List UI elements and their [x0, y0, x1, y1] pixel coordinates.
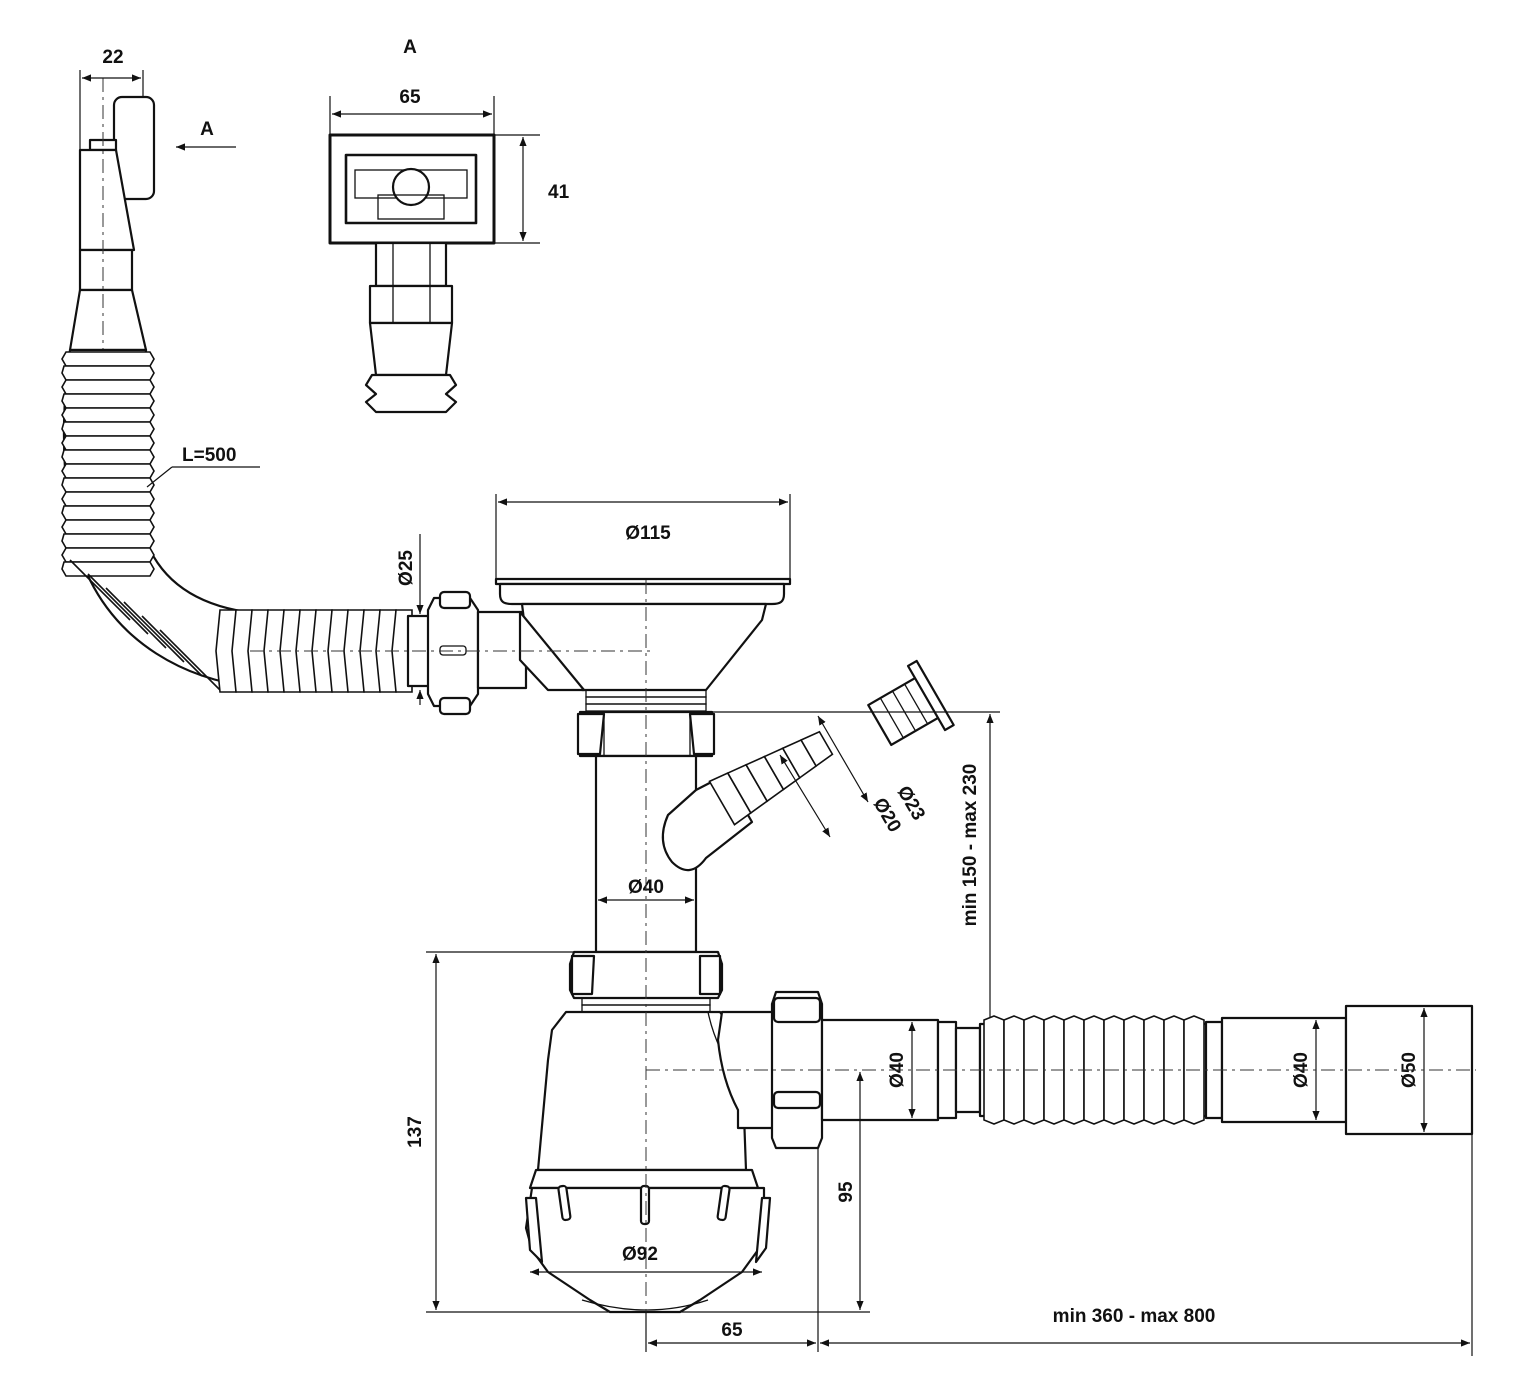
dim-d115-label: Ø115 — [625, 523, 671, 544]
view-a-arrow: A — [176, 119, 236, 151]
centerlines — [250, 580, 1476, 1350]
dim-d25-label: Ø25 — [396, 550, 417, 586]
hose-rib — [263, 609, 285, 693]
hose-rib — [61, 351, 155, 367]
dim-22-label: 22 — [102, 47, 123, 68]
dim-d92: Ø92 — [530, 1244, 762, 1276]
view-a-arrow-label: A — [200, 119, 214, 140]
dim-d92-label: Ø92 — [622, 1244, 658, 1265]
hose-rib — [61, 393, 155, 409]
hose-rib — [61, 449, 155, 465]
dim-bottom: 65 min 360 - max 800 — [645, 1134, 1473, 1356]
hose-rib — [61, 519, 155, 535]
hose-rib — [105, 587, 167, 649]
hose-rib — [343, 609, 365, 693]
hose-rib — [159, 629, 221, 691]
dim-95: 95 — [836, 1072, 864, 1310]
dim-d25: Ø25 — [396, 534, 424, 705]
dim-41-label: 41 — [548, 182, 570, 203]
hose-rib — [141, 615, 203, 677]
dim-65-bottom-label: 65 — [721, 1320, 743, 1341]
hose-rib — [61, 463, 155, 479]
view-a-title: A — [403, 37, 417, 58]
overflow-side-view — [68, 78, 156, 352]
hose-length-callout: L=500 — [146, 445, 260, 488]
dim-22: 22 — [79, 47, 144, 150]
hose-rib — [61, 379, 155, 395]
hose-rib — [61, 421, 155, 437]
dim-height-range: min 150 - max 230 — [712, 711, 1000, 1068]
dim-41: 41 — [494, 134, 570, 244]
hose-rib — [215, 609, 237, 693]
hose-rib — [61, 407, 155, 423]
dim-137: 137 — [405, 951, 870, 1313]
bottle-trap — [524, 950, 772, 1314]
hose-rib — [61, 477, 155, 493]
hose-rib — [61, 505, 155, 521]
overflow-connector — [406, 590, 528, 716]
outlet-pipe — [716, 990, 982, 1150]
dim-95-label: 95 — [836, 1181, 857, 1203]
side-inlet — [661, 659, 955, 872]
hose-rib — [61, 547, 155, 563]
hose-rib — [61, 365, 155, 381]
hose-rib — [61, 561, 155, 577]
hose-rib — [69, 559, 131, 621]
hose-rib — [61, 491, 155, 507]
hose-rib — [231, 609, 253, 693]
hose-rib — [61, 533, 155, 549]
dim-137-label: 137 — [405, 1116, 426, 1148]
dim-height-range-label: min 150 - max 230 — [960, 764, 981, 927]
dim-length-range-label: min 360 - max 800 — [1053, 1306, 1216, 1327]
hose-rib — [61, 435, 155, 451]
overflow-hose — [61, 348, 413, 693]
hose-rib — [311, 609, 333, 693]
hose-rib — [87, 573, 149, 635]
hose-rib — [123, 601, 185, 663]
dim-65-top-label: 65 — [399, 87, 421, 108]
sink-strainer — [494, 577, 792, 712]
hose-length-label: L=500 — [182, 445, 236, 466]
overflow-front-view: A — [328, 37, 496, 414]
dim-65-top: 65 — [329, 87, 495, 135]
dim-d115: Ø115 — [495, 494, 791, 579]
